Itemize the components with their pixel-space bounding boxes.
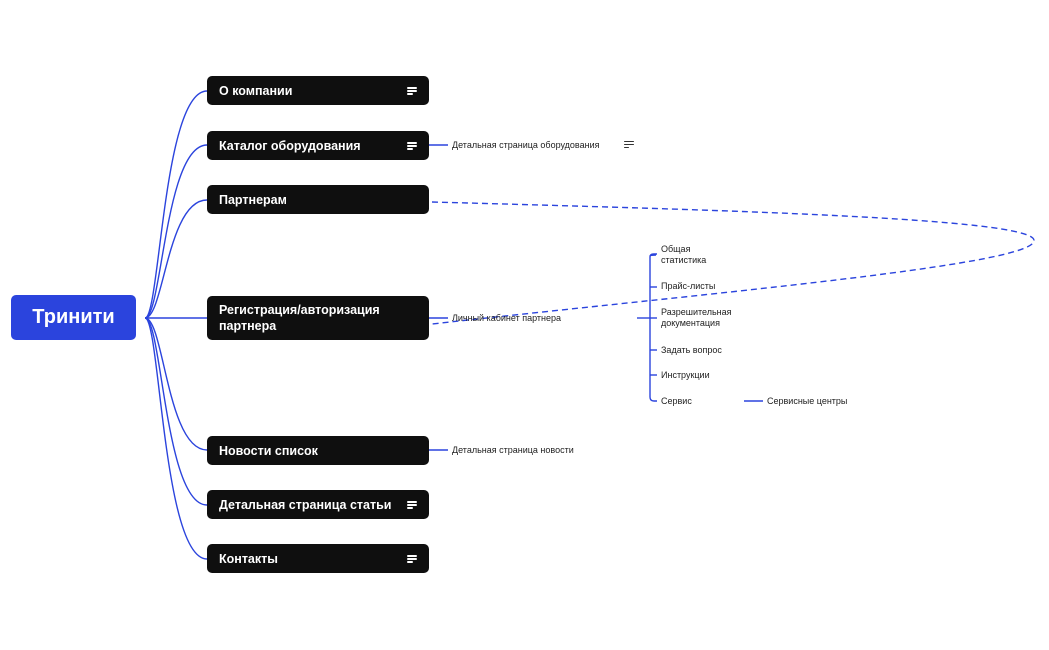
link-root-contacts <box>144 317 208 560</box>
menu-lines-icon[interactable] <box>407 554 417 563</box>
root-node[interactable]: Тринити <box>11 295 136 340</box>
leaf-general-stats[interactable]: Общая статистика <box>661 244 707 265</box>
node-contacts[interactable]: Контакты <box>207 544 429 573</box>
leaf-ask-question[interactable]: Задать вопрос <box>661 345 722 355</box>
menu-lines-icon[interactable] <box>407 500 417 509</box>
link-root-catalog <box>144 144 208 319</box>
node-about[interactable]: О компании <box>207 76 429 105</box>
node-article-label: Детальная страница статьи <box>219 497 392 512</box>
leaf-service-centers[interactable]: Сервисные центры <box>767 396 848 406</box>
menu-lines-icon[interactable] <box>407 86 417 95</box>
menu-lines-icon[interactable] <box>624 141 634 149</box>
link-root-news <box>144 317 208 451</box>
node-news[interactable]: Новости список <box>207 436 429 465</box>
link-root-partners <box>144 199 208 319</box>
link-root-article <box>144 317 208 506</box>
root-label: Тринити <box>32 306 115 328</box>
menu-lines-icon[interactable] <box>407 141 417 150</box>
node-registration-label: Регистрация/авторизация партнера <box>219 303 380 333</box>
node-about-label: О компании <box>219 83 293 98</box>
leaf-price-lists[interactable]: Прайс-листы <box>661 281 716 291</box>
node-catalog-label: Каталог оборудования <box>219 138 361 153</box>
leaf-equipment-detail[interactable]: Детальная страница оборудования <box>452 140 600 150</box>
node-partners[interactable]: Партнерам <box>207 185 429 214</box>
leaf-permit-docs[interactable]: Разрешительная документация <box>661 307 732 328</box>
cabinet-branch-spine <box>649 253 657 402</box>
link-root-about <box>144 90 208 319</box>
leaf-instructions[interactable]: Инструкции <box>661 370 710 380</box>
leaf-partner-cabinet[interactable]: Личный кабинет партнера <box>452 313 562 323</box>
cabinet-branch-stats <box>649 254 657 257</box>
node-news-label: Новости список <box>219 443 318 458</box>
node-registration[interactable]: Регистрация/авторизация партнера <box>207 296 429 340</box>
node-partners-label: Партнерам <box>219 192 287 207</box>
node-article[interactable]: Детальная страница статьи <box>207 490 429 519</box>
leaf-news-detail[interactable]: Детальная страница новости <box>452 445 574 455</box>
node-catalog[interactable]: Каталог оборудования <box>207 131 429 160</box>
node-contacts-label: Контакты <box>219 551 278 566</box>
leaf-service[interactable]: Сервис <box>661 396 692 406</box>
